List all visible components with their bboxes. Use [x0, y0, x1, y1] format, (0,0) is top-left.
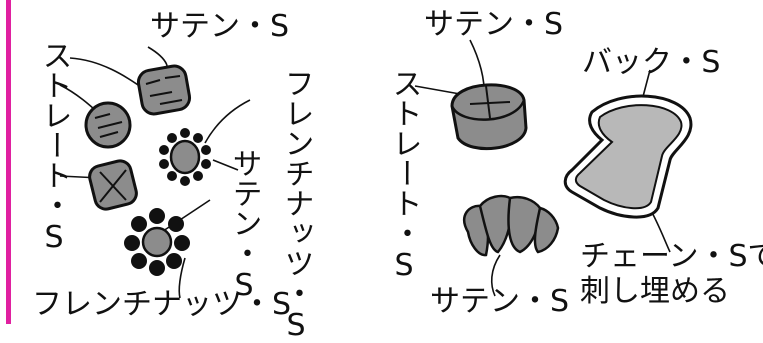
label-satin-right-left: サテン・S — [226, 148, 262, 303]
label-french-knots-bottom: フレンチナッツ・S — [32, 287, 292, 322]
label-straight-left: ストレート・S — [36, 40, 72, 255]
label-satin-bottom-right: サテン・S — [430, 284, 570, 319]
label-satin-top-left: サテン・S — [150, 9, 290, 44]
bread-slice-shape — [563, 94, 693, 219]
accent-bar — [6, 0, 11, 324]
label-french-knots-right: フレンチナッツ・S — [278, 68, 314, 343]
label-chain-fill: チェーン・Sで 刺し埋める — [580, 239, 763, 309]
satin-stitch-shape-large — [450, 83, 528, 151]
straight-stitch-circle — [84, 101, 132, 149]
label-straight-right: ストレート・S — [386, 68, 422, 283]
french-knot-flower-bottom — [124, 208, 190, 276]
french-knot-flower-right — [159, 128, 211, 186]
stitch-diagram — [59, 39, 693, 299]
croissant-shape — [463, 194, 560, 257]
label-back-stitch: バック・S — [582, 45, 721, 80]
satin-stitch-shape-top — [136, 64, 192, 116]
label-satin-top-right: サテン・S — [424, 7, 564, 42]
straight-stitch-cross — [88, 159, 138, 211]
